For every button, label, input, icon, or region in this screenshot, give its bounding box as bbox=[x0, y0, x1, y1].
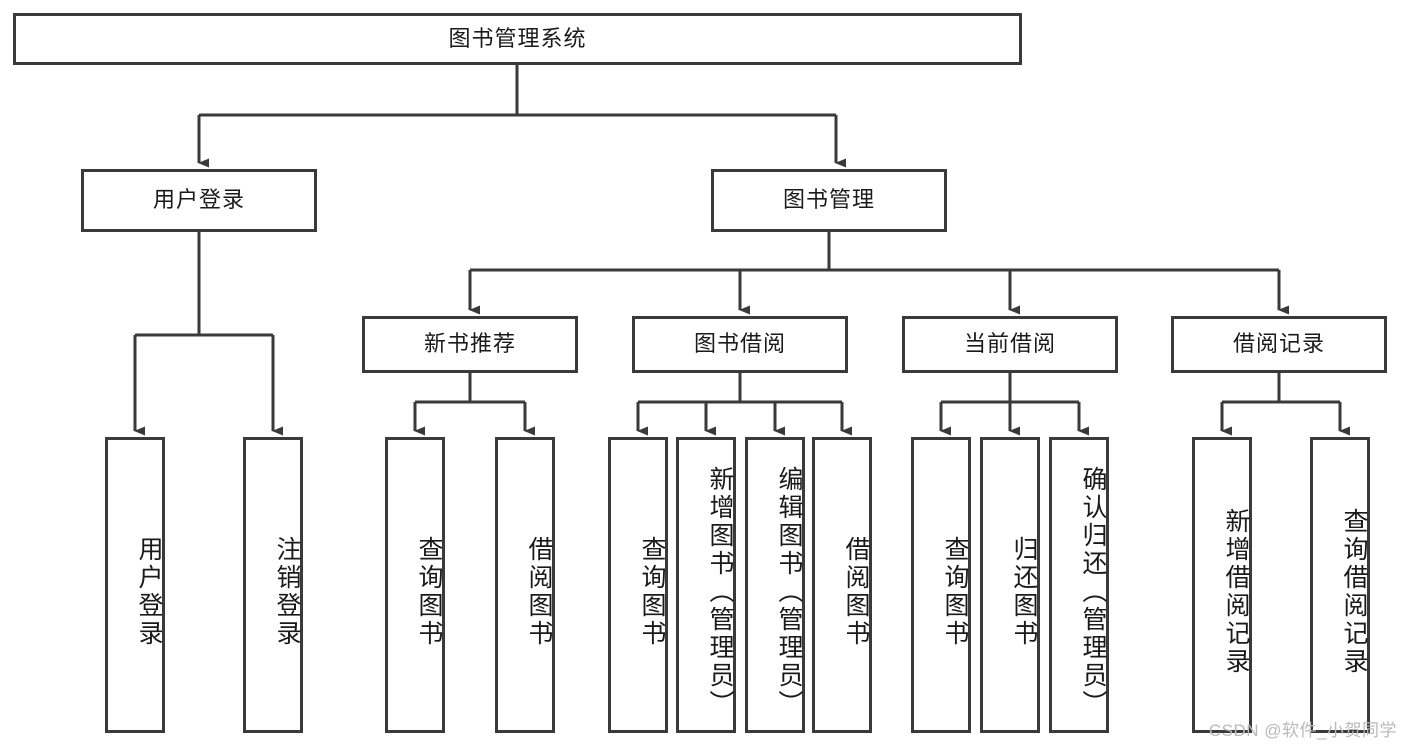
leaf-current-borrow-return[interactable]: 归还图书 bbox=[980, 437, 1040, 733]
node-label: 图书管理 bbox=[782, 187, 875, 213]
node-label: 查询图书 bbox=[638, 536, 666, 648]
leaf-new-book-query[interactable]: 查询图书 bbox=[385, 437, 445, 733]
node-label: 用户登录 bbox=[152, 187, 245, 213]
leaf-user-login-logout[interactable]: 注销登录 bbox=[243, 437, 303, 733]
node-book-borrow[interactable]: 图书借阅 bbox=[632, 316, 848, 373]
node-label: 新增借阅记录 bbox=[1222, 508, 1250, 676]
node-current-borrow[interactable]: 当前借阅 bbox=[902, 316, 1118, 373]
node-label: 新书推荐 bbox=[423, 331, 516, 357]
leaf-book-borrow-query[interactable]: 查询图书 bbox=[608, 437, 668, 733]
leaf-book-borrow-edit[interactable]: 编辑图书（管理员） bbox=[745, 437, 805, 733]
leaf-borrow-record-query[interactable]: 查询借阅记录 bbox=[1310, 437, 1370, 733]
node-root-book-management-system[interactable]: 图书管理系统 bbox=[13, 13, 1022, 65]
node-label: 当前借阅 bbox=[963, 331, 1056, 357]
node-label: 新增图书（管理员） bbox=[706, 466, 734, 718]
node-label: 借阅图书 bbox=[842, 536, 870, 648]
node-label: 图书管理系统 bbox=[448, 25, 587, 51]
csdn-watermark: CSDN @软件_小贺同学 bbox=[1208, 721, 1397, 740]
node-label: 编辑图书（管理员） bbox=[775, 466, 803, 718]
leaf-book-borrow-add[interactable]: 新增图书（管理员） bbox=[676, 437, 736, 733]
leaf-current-borrow-confirm-return[interactable]: 确认归还（管理员） bbox=[1049, 437, 1109, 733]
node-label: 图书借阅 bbox=[693, 331, 786, 357]
node-label: 查询借阅记录 bbox=[1340, 508, 1368, 676]
leaf-book-borrow-borrow[interactable]: 借阅图书 bbox=[812, 437, 872, 733]
leaf-borrow-record-add[interactable]: 新增借阅记录 bbox=[1192, 437, 1252, 733]
node-label: 确认归还（管理员） bbox=[1079, 466, 1107, 718]
node-label: 查询图书 bbox=[415, 536, 443, 648]
node-label: 查询图书 bbox=[941, 536, 969, 648]
node-book-management[interactable]: 图书管理 bbox=[711, 169, 947, 232]
leaf-current-borrow-query[interactable]: 查询图书 bbox=[911, 437, 971, 733]
node-label: 借阅图书 bbox=[525, 536, 553, 648]
leaf-new-book-borrow[interactable]: 借阅图书 bbox=[495, 437, 555, 733]
node-user-login[interactable]: 用户登录 bbox=[81, 169, 317, 232]
node-label: 借阅记录 bbox=[1232, 331, 1325, 357]
node-borrow-record[interactable]: 借阅记录 bbox=[1171, 316, 1387, 373]
node-label: 归还图书 bbox=[1010, 536, 1038, 648]
node-label: 注销登录 bbox=[273, 536, 301, 648]
node-new-book-recommend[interactable]: 新书推荐 bbox=[362, 316, 578, 373]
node-label: 用户登录 bbox=[135, 536, 163, 648]
leaf-user-login-login[interactable]: 用户登录 bbox=[105, 437, 165, 733]
